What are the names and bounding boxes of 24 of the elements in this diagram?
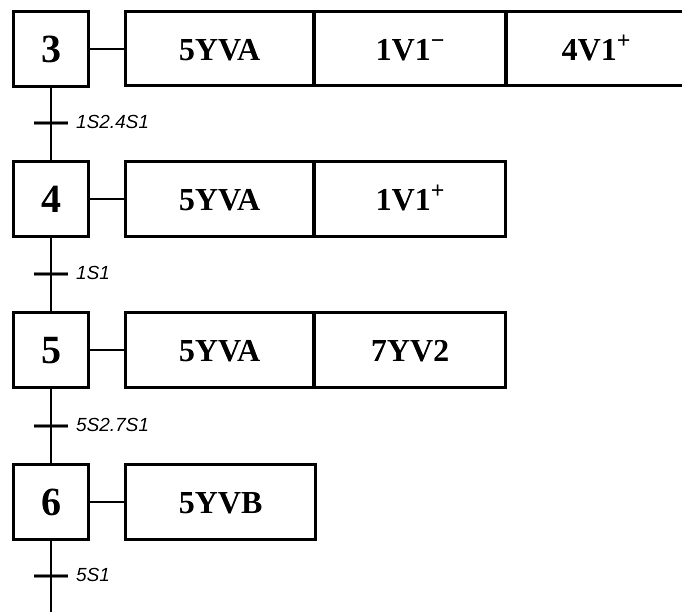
step-box: 4: [12, 160, 90, 238]
action-box: 1V1$^{+}$: [313, 160, 507, 238]
step-box: 5: [12, 311, 90, 389]
action-box: 4V1$^{+}$: [505, 10, 682, 87]
connector-line: [90, 349, 124, 351]
action-box: 5YVB: [124, 463, 317, 541]
transition-condition: 1S1: [76, 264, 110, 283]
transition-condition: 5S1: [76, 566, 110, 585]
connector-line: [90, 198, 124, 200]
action-box: 5YVA: [124, 160, 315, 238]
action-box: 1V1$^{−}$: [313, 10, 507, 87]
step-box: 6: [12, 463, 90, 541]
transition-condition: 5S2.7S1: [76, 416, 149, 435]
connector-line: [50, 389, 52, 463]
action-box: 7YV2: [313, 311, 507, 389]
step-box: 3: [12, 10, 90, 88]
action-box: 5YVA: [124, 10, 315, 87]
action-box: 5YVA: [124, 311, 315, 389]
connector-line: [90, 501, 124, 503]
connector-line: [50, 541, 52, 612]
connector-line: [90, 48, 124, 50]
transition-condition: 1S2.4S1: [76, 113, 149, 132]
connector-line: [50, 238, 52, 311]
connector-line: [50, 88, 52, 160]
